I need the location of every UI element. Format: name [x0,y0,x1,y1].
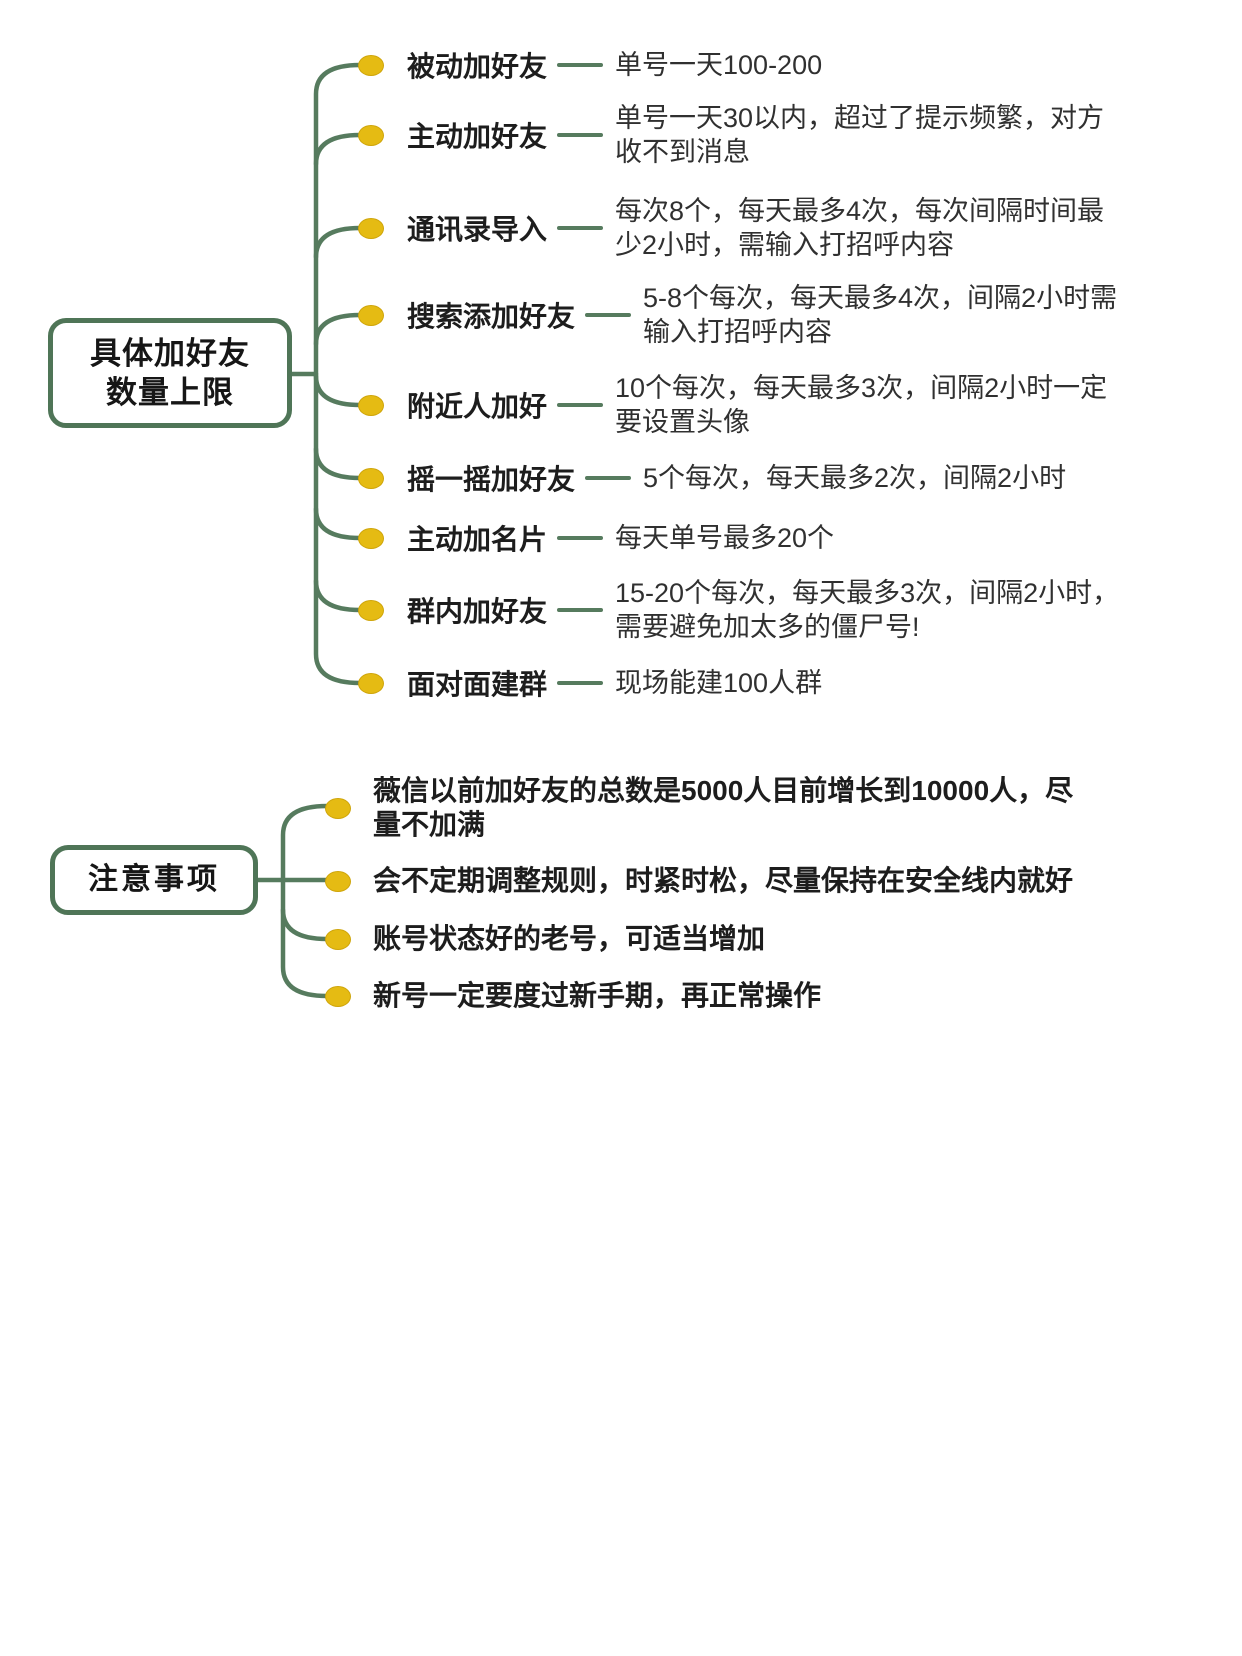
branch-detail-connector [557,403,604,407]
branch-label: 摇一摇加好友 [407,464,576,495]
branch-row: 搜索添加好友 5-8个每次，每天最多4次，间隔2小时需输入打招呼内容 [358,281,1133,349]
branch-label: 附近人加好 [407,391,548,422]
branch-label: 通讯录导入 [407,214,548,245]
branch-row: 主动加好友 单号一天30以内，超过了提示频繁，对方收不到消息 [358,101,1115,169]
trunk1-line [313,62,363,686]
branch-label: 主动加名片 [407,524,548,555]
branch-row: 群内加好友 15-20个每次，每天最多3次，间隔2小时，需要避免加太多的僵尸号! [358,576,1130,644]
branch-curve [313,225,363,260]
topic-dot-icon [358,599,384,621]
root-node-label: 注意事项 [88,863,220,896]
branch-row: 面对面建群 现场能建100人群 [358,666,822,700]
branch-label: 被动加好友 [407,51,548,82]
branch-curve [313,312,363,347]
topic-dot-icon [358,527,384,549]
topic-dot-icon [325,928,351,950]
topic-dot-icon [358,217,384,239]
branch-detail-connector [585,476,632,480]
trunk2-line [280,803,330,999]
branch-detail-connector [557,536,604,540]
branch-row: 主动加名片 每天单号最多20个 [358,521,834,555]
note-row: 新号一定要度过新手期，再正常操作 [325,979,821,1013]
note-text: 会不定期调整规则，时紧时松，尽量保持在安全线内就好 [373,865,1074,896]
branch-detail: 现场能建100人群 [615,668,823,698]
branch-label: 面对面建群 [407,669,548,700]
note-text: 薇信以前加好友的总数是5000人目前增长到10000人，尽量不加满 [373,775,1074,840]
root-node-label-line: 数量上限 [106,375,234,410]
topic-dot-icon [358,124,384,146]
branch-detail: 5个每次，每天最多2次，间隔2小时 [643,463,1067,493]
branch-detail: 15-20个每次，每天最多3次，间隔2小时，需要避免加太多的僵尸号! [615,578,1120,642]
branch-row: 通讯录导入 每次8个，每天最多4次，每次间隔时间最少2小时，需输入打招呼内容 [358,194,1115,262]
branch-detail: 单号一天100-200 [615,50,823,80]
branch-detail-connector [557,133,604,137]
branch-detail-connector [557,226,604,230]
branch-curve [313,578,363,613]
root-node-precautions: 注意事项 [50,845,258,915]
note-row: 账号状态好的老号，可适当增加 [325,922,765,956]
topic-dot-icon [358,54,384,76]
topic-dot-icon [325,985,351,1007]
root-node-friend-limits: 具体加好友 数量上限 [48,318,292,428]
topic-dot-icon [325,797,351,819]
branch-curve [313,132,363,167]
branch-detail: 每天单号最多20个 [615,523,835,553]
branch-detail-connector [557,681,604,685]
branch-detail-connector [585,313,632,317]
branch-label: 搜索添加好友 [407,301,576,332]
note-text: 账号状态好的老号，可适当增加 [373,923,766,954]
branch-label: 群内加好友 [407,596,548,627]
branch-curve [280,907,330,942]
branch-detail-connector [557,608,604,612]
branch-detail: 5-8个每次，每天最多4次，间隔2小时需输入打招呼内容 [643,283,1118,347]
root-node-label-line: 具体加好友 [90,336,250,371]
note-row: 薇信以前加好友的总数是5000人目前增长到10000人，尽量不加满 [325,774,1093,842]
branch-curve [313,506,363,541]
branch-detail: 10个每次，每天最多3次，间隔2小时一定要设置头像 [615,373,1108,437]
branch-row: 摇一摇加好友 5个每次，每天最多2次，间隔2小时 [358,461,1066,495]
topic-dot-icon [358,304,384,326]
note-row: 会不定期调整规则，时紧时松，尽量保持在安全线内就好 [325,864,1073,898]
branch-curve [313,446,363,481]
branch-detail-connector [557,63,604,67]
topic-dot-icon [358,467,384,489]
note-text: 新号一定要度过新手期，再正常操作 [373,980,822,1011]
branch-label: 主动加好友 [407,121,548,152]
branch-row: 附近人加好 10个每次，每天最多3次，间隔2小时一定要设置头像 [358,371,1120,439]
topic-dot-icon [325,870,351,892]
branch-row: 被动加好友 单号一天100-200 [358,48,822,82]
topic-dot-icon [358,394,384,416]
branch-detail: 单号一天30以内，超过了提示频繁，对方收不到消息 [615,103,1105,167]
topic-dot-icon [358,672,384,694]
branch-curve [313,373,363,408]
branch-detail: 每次8个，每天最多4次，每次间隔时间最少2小时，需输入打招呼内容 [615,196,1105,260]
